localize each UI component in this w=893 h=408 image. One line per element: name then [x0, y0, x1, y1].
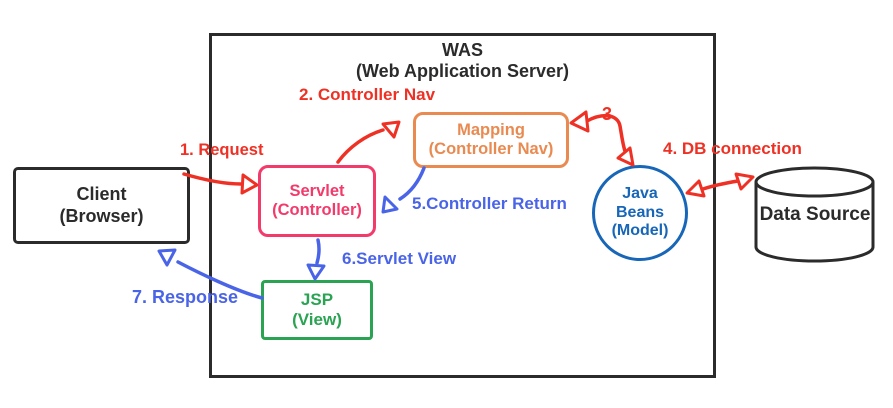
javabeans-label-line1: Java — [622, 185, 658, 203]
mapping-controller-nav-node: Mapping (Controller Nav) — [413, 112, 569, 168]
servlet-label-line2: (Controller) — [272, 201, 362, 219]
mapping-label-line2: (Controller Nav) — [428, 140, 554, 158]
client-label-line1: Client — [76, 184, 127, 205]
javabeans-label-line3: (Model) — [611, 222, 669, 240]
javabeans-label-line2: Beans — [615, 203, 665, 221]
flow-label-mapping-to-model: 3 — [602, 104, 613, 124]
servlet-controller-node: Servlet (Controller) — [258, 165, 376, 237]
flow-label-controller-return: 5.Controller Return — [412, 194, 567, 213]
flow-label-servlet-view: 6.Servlet View — [342, 249, 457, 268]
client-label-line2: (Browser) — [59, 205, 144, 226]
jsp-label-line1: JSP — [300, 289, 334, 309]
datasource-label-text: Data Source — [759, 203, 871, 225]
jsp-label-line2: (View) — [292, 310, 342, 329]
servlet-label-line1: Servlet — [289, 181, 345, 200]
was-title: WAS (Web Application Server) — [209, 40, 716, 82]
datasource-node: Data Source — [756, 168, 874, 261]
flow-label-db-connection: 4. DB connection — [663, 139, 802, 158]
flow-label-request: 1. Request — [180, 141, 264, 159]
javabeans-model-node: Java Beans (Model) — [592, 165, 688, 261]
was-title-line2: (Web Application Server) — [355, 60, 570, 81]
was-title-line1: WAS — [441, 40, 483, 60]
jsp-view-node: JSP (View) — [261, 280, 373, 340]
flow-label-response: 7. Response — [132, 287, 239, 307]
flow-label-controller-nav: 2. Controller Nav — [299, 85, 436, 104]
mapping-label-line1: Mapping — [457, 120, 525, 139]
client-node: Client (Browser) — [13, 167, 190, 244]
